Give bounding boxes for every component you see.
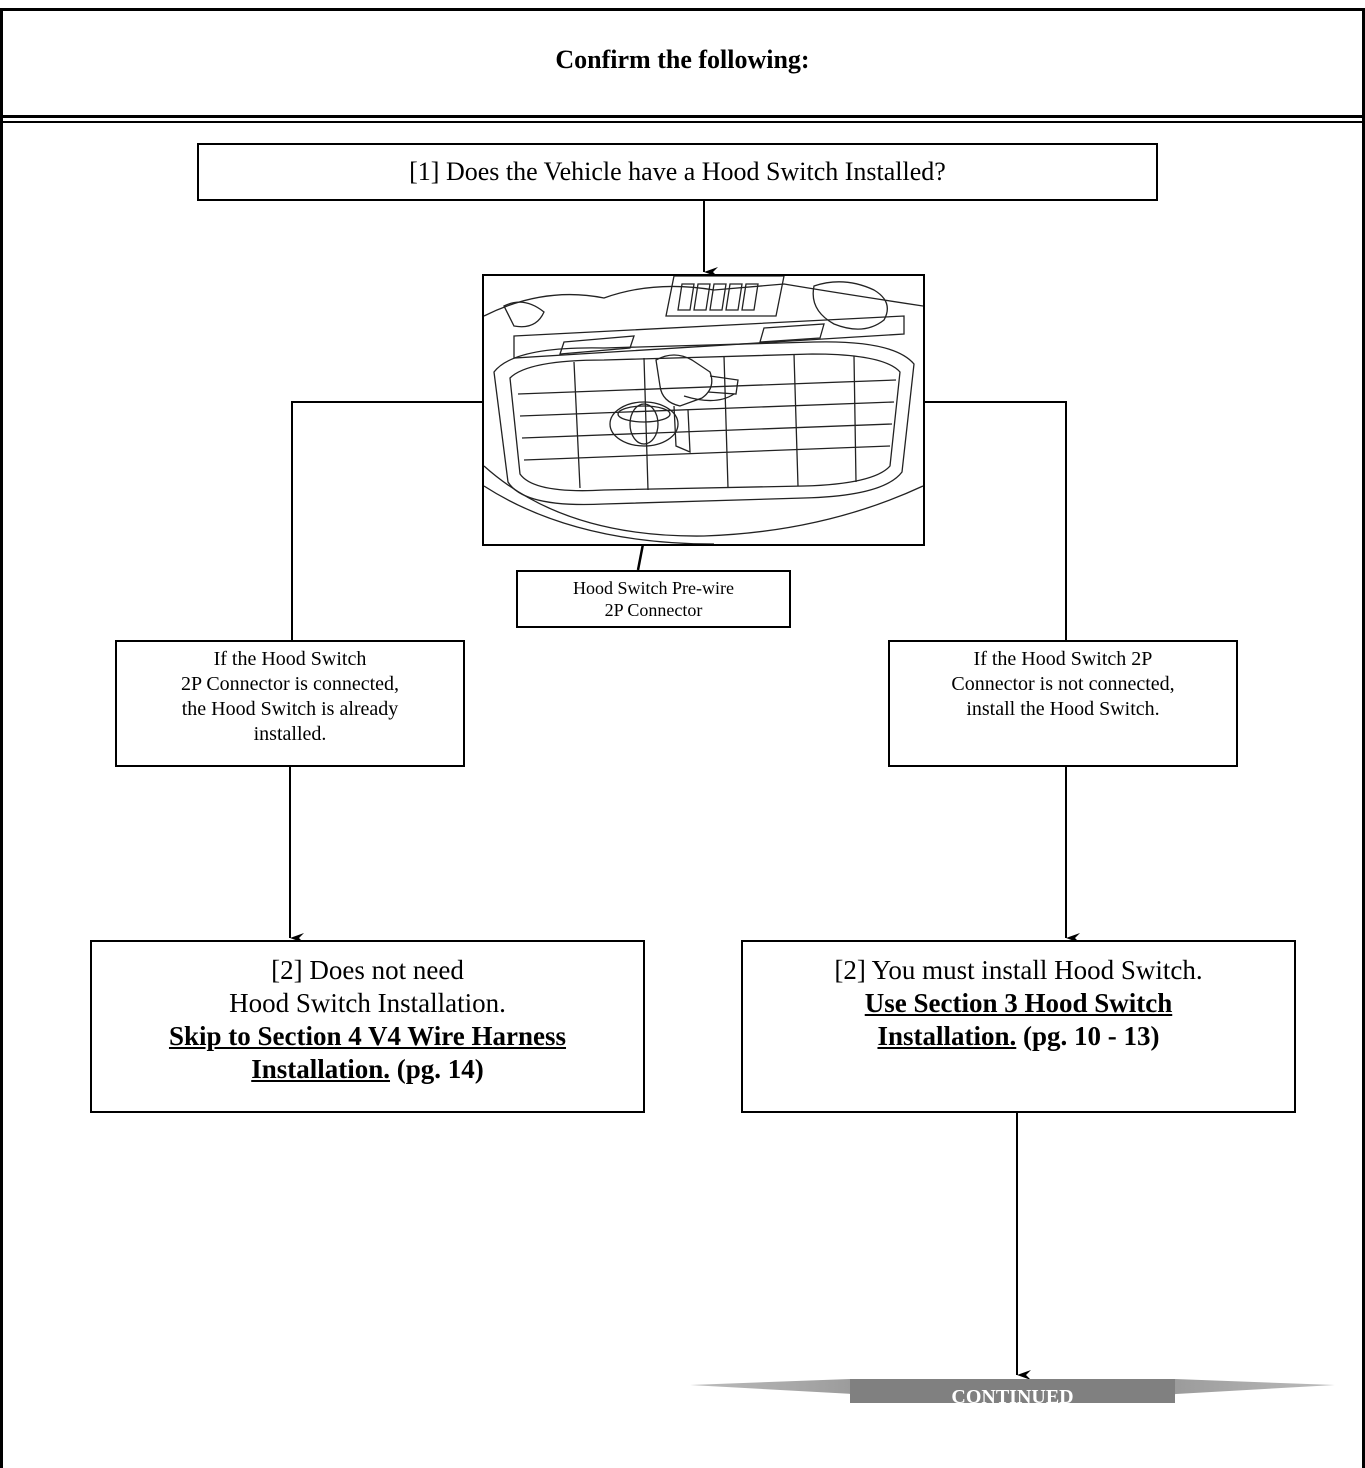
condition-left-line-1: If the Hood Switch: [213, 648, 367, 670]
vehicle-front-illustration: [484, 276, 923, 544]
branch-line-right: [925, 401, 1067, 640]
section-4-link-cont[interactable]: Installation.: [251, 1054, 391, 1084]
page-title: Confirm the following:: [555, 45, 810, 74]
section-3-link-cont[interactable]: Installation.: [877, 1021, 1017, 1051]
page-frame: [0, 8, 1365, 1468]
condition-left-line-3: the Hood Switch is already: [181, 698, 399, 720]
hood-switch-photo: [482, 274, 925, 546]
question-1-text: [1] Does the Vehicle have a Hood Switch …: [409, 157, 946, 186]
branch-line-left: [291, 401, 482, 640]
header: Confirm the following:: [0, 8, 1365, 118]
continued-text: CONTINUED: [951, 1386, 1074, 1408]
result-install-box: [2] You must install Hood Switch. Use Se…: [741, 940, 1296, 1113]
result-left-line-1: [2] Does not need: [271, 955, 464, 985]
continued-label[interactable]: CONTINUED: [850, 1379, 1175, 1416]
header-divider-bottom: [0, 121, 1365, 123]
condition-connected-box: If the Hood Switch 2P Connector is conne…: [115, 640, 465, 767]
continued-banner: [690, 1379, 1335, 1403]
result-left-line-2: Hood Switch Installation.: [229, 988, 506, 1018]
result-right-line-1: [2] You must install Hood Switch.: [834, 955, 1203, 985]
condition-right-line-3: install the Hood Switch.: [966, 698, 1160, 720]
page-reference-right: (pg. 10 - 13): [1016, 1021, 1160, 1051]
section-4-link[interactable]: Skip to Section 4 V4 Wire Harness: [168, 1021, 567, 1051]
callout-line-1: Hood Switch Pre-wire: [573, 578, 734, 598]
header-divider-top: [0, 115, 1365, 118]
condition-right-line-1: If the Hood Switch 2P: [973, 648, 1153, 670]
section-3-link[interactable]: Use Section 3 Hood Switch: [864, 988, 1173, 1018]
question-1-box: [1] Does the Vehicle have a Hood Switch …: [197, 143, 1158, 201]
condition-right-line-2: Connector is not connected,: [951, 673, 1175, 695]
photo-callout-label: Hood Switch Pre-wire 2P Connector: [516, 570, 791, 628]
condition-left-line-2: 2P Connector is connected,: [180, 673, 400, 695]
page-reference-left: (pg. 14): [390, 1054, 484, 1084]
result-skip-box: [2] Does not need Hood Switch Installati…: [90, 940, 645, 1113]
callout-line-2: 2P Connector: [604, 600, 703, 620]
condition-left-line-4: installed.: [253, 723, 327, 745]
condition-not-connected-box: If the Hood Switch 2P Connector is not c…: [888, 640, 1238, 767]
